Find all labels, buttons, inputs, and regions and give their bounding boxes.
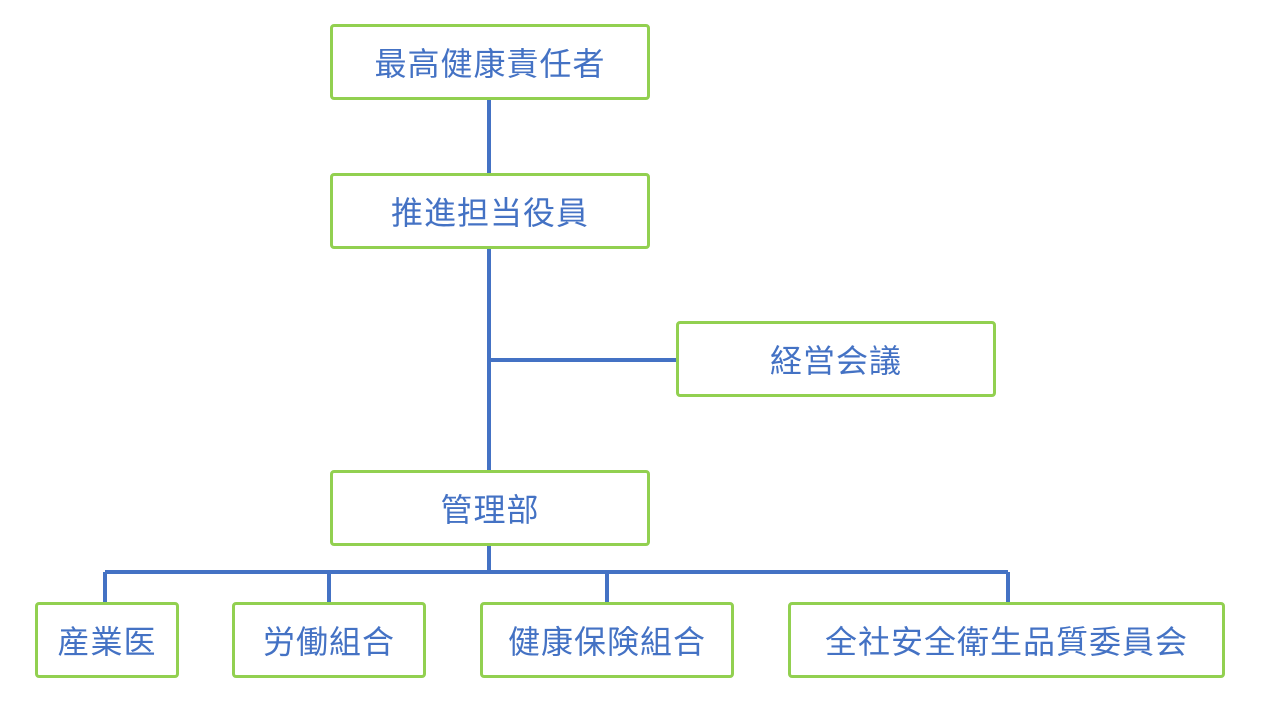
node-label: 経営会議 xyxy=(769,342,902,380)
node-management-meeting: 経営会議 xyxy=(676,321,996,397)
node-chief-health-officer: 最高健康責任者 xyxy=(330,24,650,100)
node-label: 労働組合 xyxy=(262,623,395,661)
node-label: 産業医 xyxy=(57,623,157,661)
node-label: 推進担当役員 xyxy=(390,194,589,232)
node-label: 最高健康責任者 xyxy=(374,45,606,83)
node-label: 全社安全衛生品質委員会 xyxy=(824,623,1188,661)
node-safety-health-quality-committee: 全社安全衛生品質委員会 xyxy=(788,602,1225,678)
node-labor-union: 労働組合 xyxy=(232,602,426,678)
node-label: 健康保険組合 xyxy=(507,623,706,661)
node-executive-officer: 推進担当役員 xyxy=(330,173,650,249)
node-label: 管理部 xyxy=(440,491,540,529)
node-administration-department: 管理部 xyxy=(330,470,650,546)
node-health-insurance-association: 健康保険組合 xyxy=(480,602,734,678)
node-industrial-physician: 産業医 xyxy=(35,602,179,678)
